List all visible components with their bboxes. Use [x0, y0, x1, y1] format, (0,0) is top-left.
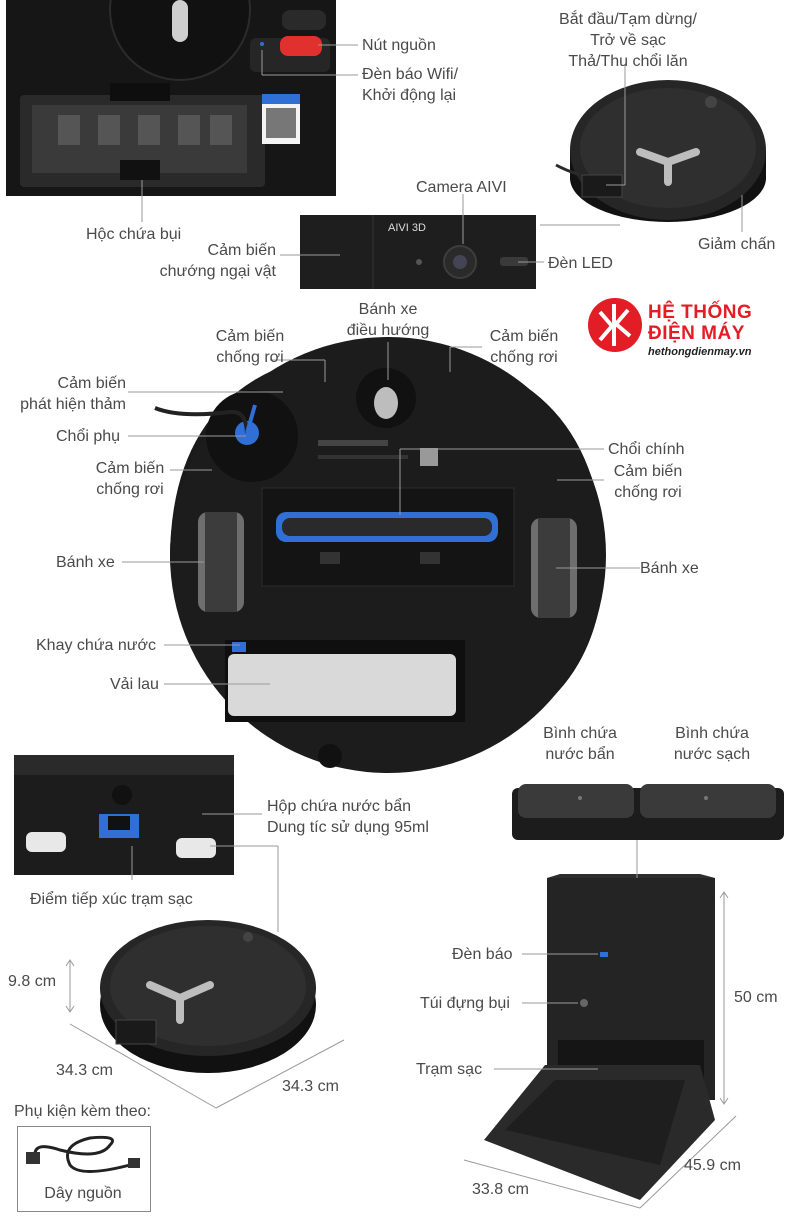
label-wheel-steer-1: Bánh xe — [358, 301, 418, 318]
label-obstacle-2: chướng ngại vật — [159, 263, 276, 280]
dirty-water-box-photo — [14, 755, 234, 875]
brand-logo-url: hethongdienmay.vn — [648, 346, 752, 358]
label-main-brush: Chổi chính — [608, 441, 685, 458]
label-indicator: Đèn báo — [452, 946, 513, 963]
label-clean-tank-1: Bình chứa — [675, 725, 749, 742]
label-cliff-l1-2: chống rơi — [216, 349, 284, 366]
label-wifi-led-1: Đèn báo Wifi/ — [362, 66, 459, 83]
dim-station-height: 50 cm — [734, 989, 778, 1006]
label-cliff-l2-1: Cảm biến — [95, 460, 165, 477]
label-dirty-tank-1: Bình chứa — [543, 725, 617, 742]
label-accessories: Phụ kiện kèm theo: — [14, 1103, 151, 1120]
robot-underside-photo — [154, 337, 606, 773]
accessory-box — [17, 1126, 151, 1212]
label-aivi3d: AIVI 3D — [388, 222, 426, 234]
label-carpet-2: phát hiện thảm — [20, 396, 126, 413]
label-dirty-tank-2: nước bẩn — [545, 746, 615, 763]
label-wheel-right: Bánh xe — [640, 560, 699, 577]
label-bumper: Giảm chấn — [698, 236, 776, 253]
brand-logo-mark — [588, 298, 642, 352]
label-cliff-l2-2: chống rơi — [96, 481, 164, 498]
dim-robot-depth: 34.3 cm — [56, 1062, 113, 1079]
label-power-button: Nút nguồn — [362, 37, 436, 54]
label-start-3: Thả/Thu chổi lăn — [568, 53, 688, 70]
label-power-cord: Dây nguồn — [44, 1185, 122, 1202]
robot-top-photo — [555, 80, 766, 222]
label-cliff-l1-1: Cảm biến — [215, 328, 285, 345]
dim-robot-height: 9.8 cm — [8, 973, 57, 990]
label-start-2: Trở về sạc — [590, 32, 666, 49]
label-side-brush: Chổi phụ — [56, 428, 121, 445]
label-wifi-led-2: Khởi động lại — [362, 87, 457, 104]
leader-lines — [122, 44, 743, 1070]
label-carpet-1: Cảm biến — [57, 375, 126, 392]
label-charge-contact: Điểm tiếp xúc trạm sạc — [30, 891, 193, 908]
label-mop: Vải lau — [110, 676, 159, 693]
label-station: Trạm sạc — [416, 1061, 483, 1078]
label-camera: Camera AIVI — [416, 179, 507, 196]
label-water-tray: Khay chứa nước — [36, 637, 156, 654]
label-cliff-r1-2: chống rơi — [490, 349, 558, 366]
dim-robot-width: 34.3 cm — [282, 1078, 339, 1095]
docking-station-photo — [484, 874, 715, 1200]
dim-station-depth: 45.9 cm — [684, 1157, 741, 1174]
label-obstacle-1: Cảm biến — [207, 242, 276, 259]
label-wheel-steer-2: điều hướng — [346, 322, 430, 339]
dust-bin-photo — [6, 0, 336, 196]
label-dust-box: Hộc chứa bụi — [86, 226, 182, 243]
label-cliff-r1-1: Cảm biến — [489, 328, 559, 345]
water-tanks-photo — [512, 784, 784, 840]
label-cliff-r2-1: Cảm biến — [613, 463, 683, 480]
aivi-camera-photo — [300, 215, 536, 289]
dim-station-width: 33.8 cm — [472, 1181, 529, 1198]
label-dirty-box-1: Hộp chứa nước bẩn — [267, 798, 411, 815]
label-start-1: Bắt đầu/Tạm dừng/ — [559, 11, 697, 28]
power-cord-photo — [26, 1135, 140, 1173]
brand-logo-line2: ĐIỆN MÁY — [648, 323, 745, 344]
label-led: Đèn LED — [548, 255, 613, 272]
brand-logo-line1: HỆ THỐNG — [648, 302, 753, 323]
robot-dimension-photo — [100, 920, 316, 1073]
label-clean-tank-2: nước sạch — [673, 746, 751, 763]
label-cliff-r2-2: chống rơi — [614, 484, 682, 501]
label-dust-bag: Túi đựng bụi — [420, 995, 510, 1012]
label-dirty-box-2: Dung tíc sử dụng 95ml — [267, 819, 429, 836]
label-wheel-left: Bánh xe — [56, 554, 115, 571]
dimension-lines — [65, 891, 737, 1209]
